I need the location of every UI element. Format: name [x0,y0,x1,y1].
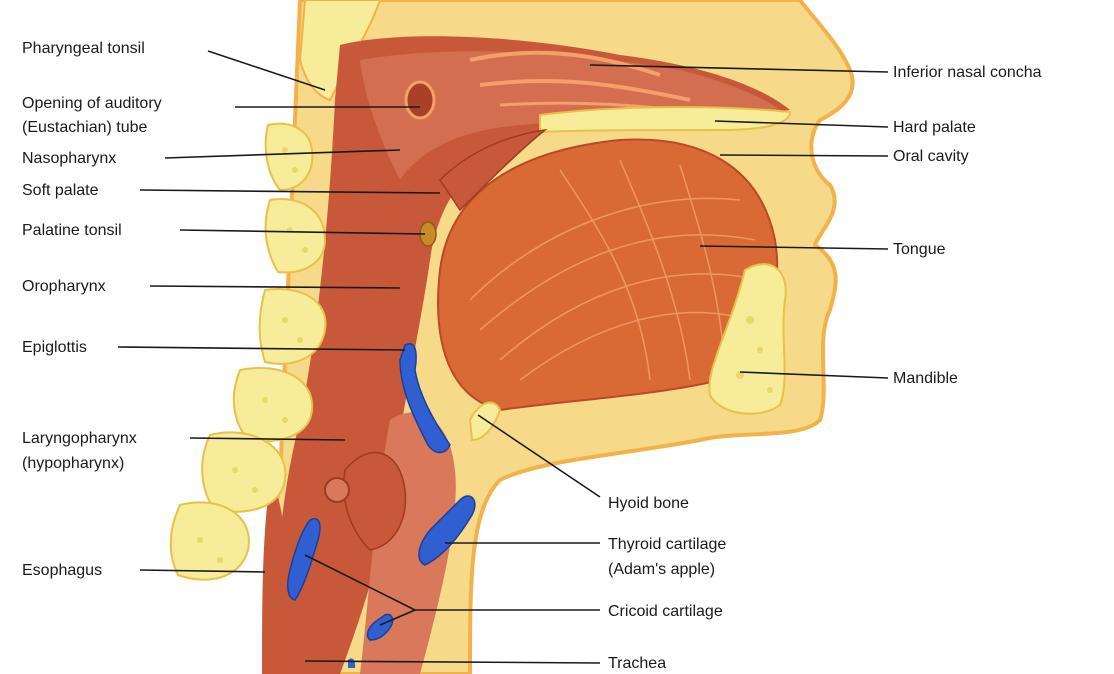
label-nasopharynx: Nasopharynx [22,150,116,167]
auditory-tube-opening [406,82,434,118]
label-inferior-nasal-concha: Inferior nasal concha [893,64,1042,81]
label-opening-auditory-line1: Opening of auditory [22,95,162,112]
arytenoid [325,478,349,502]
label-trachea: Trachea [608,655,666,672]
label-oropharynx: Oropharynx [22,278,106,295]
label-cricoid-cartilage: Cricoid cartilage [608,603,723,620]
leader-oral-cavity [720,155,888,156]
label-laryngopharynx-line1: Laryngopharynx [22,430,137,447]
label-hyoid-bone: Hyoid bone [608,495,689,512]
label-palatine-tonsil: Palatine tonsil [22,222,122,239]
label-epiglottis: Epiglottis [22,339,87,356]
label-soft-palate: Soft palate [22,182,99,199]
label-tongue: Tongue [893,241,946,258]
label-hard-palate: Hard palate [893,119,976,136]
label-thyroid-cartilage-line1: Thyroid cartilage [608,536,726,553]
label-oral-cavity: Oral cavity [893,148,969,165]
labels-left: Pharyngeal tonsil Opening of auditory (E… [22,40,162,579]
label-mandible: Mandible [893,370,958,387]
label-laryngopharynx-line2: (hypopharynx) [22,455,124,472]
label-pharyngeal-tonsil: Pharyngeal tonsil [22,40,145,57]
label-opening-auditory-line2: (Eustachian) tube [22,119,148,136]
label-thyroid-cartilage-line2: (Adam's apple) [608,561,715,578]
hard-palate-bone [540,107,790,132]
label-esophagus: Esophagus [22,562,102,579]
leader-esophagus [140,570,265,572]
